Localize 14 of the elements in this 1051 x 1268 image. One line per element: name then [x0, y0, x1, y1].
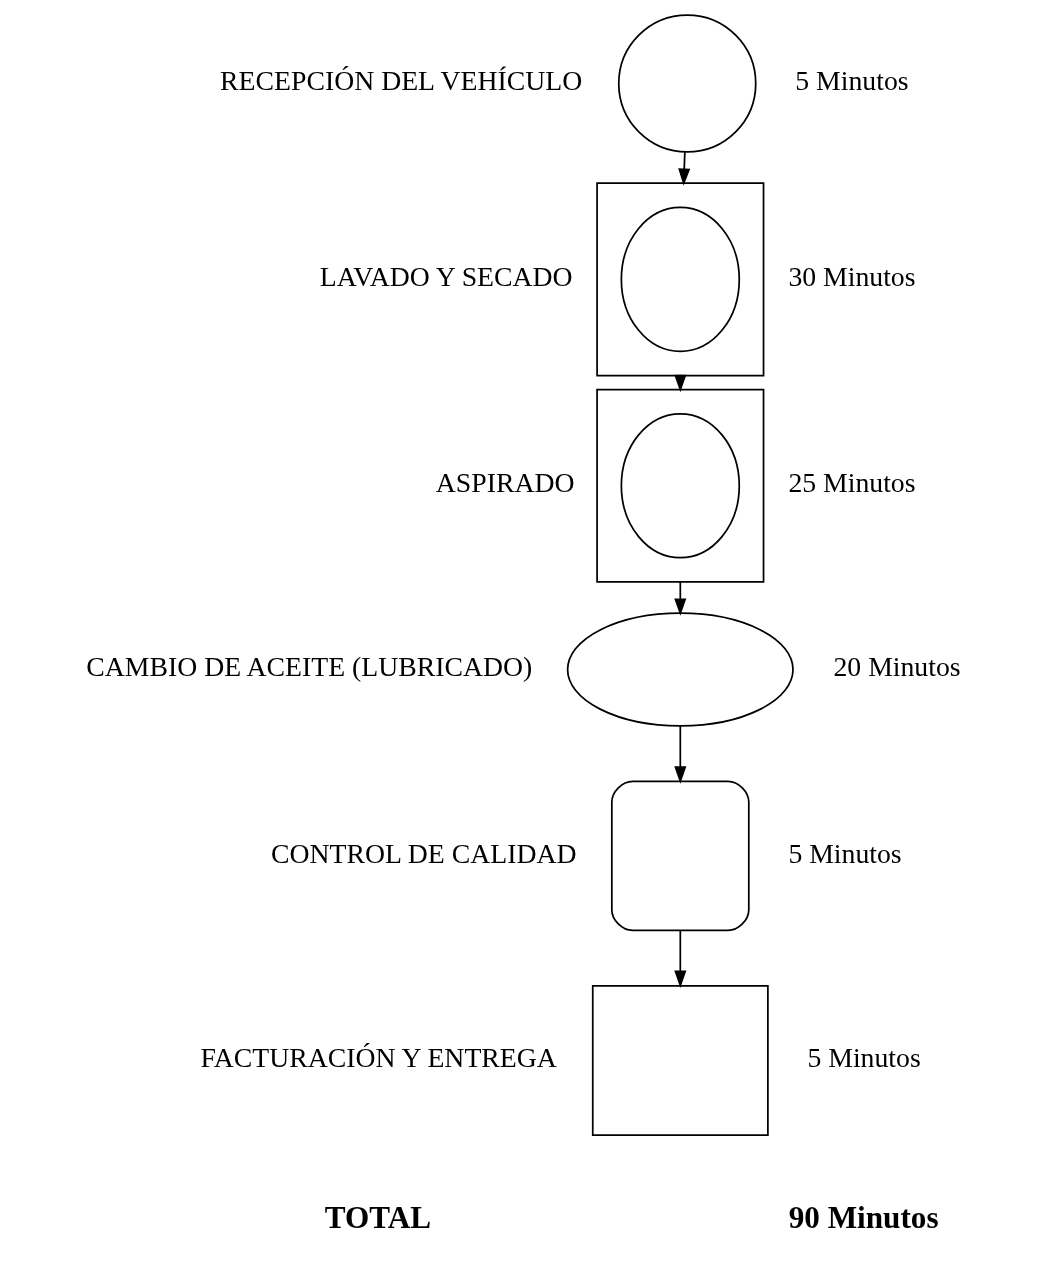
node-label: FACTURACIÓN Y ENTREGA	[199, 1042, 557, 1074]
label: TOTAL	[324, 1199, 431, 1235]
node-label: 25 Minutos	[787, 467, 916, 499]
node-label: 20 Minutos	[832, 651, 961, 683]
node-label: ASPIRADO	[435, 467, 575, 499]
node-label: CAMBIO DE ACEITE (LUBRICADO)	[85, 651, 532, 683]
node-label: LAVADO Y SECADO	[319, 261, 573, 293]
label: 90 Minutos	[788, 1199, 939, 1235]
node-label: RECEPCIÓN DEL VEHÍCULO	[219, 65, 582, 97]
node-label: 5 Minutos	[794, 65, 909, 97]
node-label: 30 Minutos	[787, 261, 916, 293]
node-label: 5 Minutos	[806, 1042, 921, 1074]
node-label: CONTROL DE CALIDAD	[270, 837, 576, 869]
node-label: 5 Minutos	[787, 837, 902, 869]
